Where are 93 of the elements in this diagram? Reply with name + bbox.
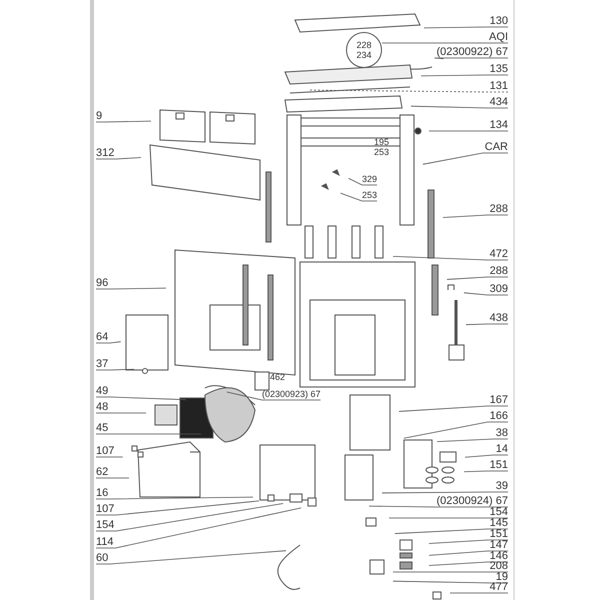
callout-number: 114 [96,536,114,548]
callout-number: 96 [96,277,108,289]
leader-line [434,58,508,60]
leader-line [394,528,508,534]
callout-circle [346,32,382,68]
callout-number: 130 [490,15,508,27]
leader-line [422,152,508,165]
callout-number: 147 [490,539,508,551]
leader-line [382,492,508,494]
callout-number: 151 [490,459,508,471]
callout-number: 64 [96,331,108,343]
callout-number: 329 [362,173,378,185]
callout-number: 167 [490,394,508,406]
callout-number: 151 [490,528,508,540]
leader-line [428,550,508,556]
callout-number: 166 [490,410,508,422]
callout-number: 154 [96,519,114,531]
leader-line [466,324,508,326]
callout-number: 288 [490,265,508,277]
leader-line [436,438,508,442]
callout-number: 16 [96,487,108,499]
callout-number: 135 [490,63,508,75]
callout-number: (02300923) 67 [262,388,321,400]
leader-line [392,256,508,260]
callout-number: 9 [96,110,102,122]
callout-number: 45 [96,422,108,434]
callout-number: 49 [96,385,108,397]
leader-line [348,178,378,186]
callout-number: 39 [496,480,508,492]
callout-number: AQI [489,31,508,43]
leader-line [410,106,508,108]
callout-number: 19 [496,571,508,583]
leader-line [398,406,508,412]
callout-number: 14 [496,443,508,455]
callout-number: 38 [496,427,508,439]
callout-number: 60 [96,552,108,564]
leader-line [96,496,254,500]
callout-number: 234 [356,50,372,60]
callout-number: 312 [96,147,114,159]
leader-line [340,192,378,202]
leader-line [96,500,260,516]
leader-line [382,42,508,44]
leader-line [368,506,508,508]
leader-line [96,550,286,564]
leader-line [96,157,142,160]
leader-line [446,276,508,280]
callout-number: (02300922) 67 [436,46,508,58]
callout-number: 134 [490,119,508,131]
leader-line [96,508,302,548]
leader-line [96,412,146,414]
leader-line [96,368,134,370]
callout-number: 146 [490,550,508,562]
callout-number: 208 [490,560,508,572]
leader-line [450,592,508,594]
callout-number: 131 [490,80,508,92]
callout-number: 434 [490,96,508,108]
leader-line [464,470,508,472]
callout-number: 37 [96,358,108,370]
callout-number: (02300924) 67 [436,495,508,507]
callout-number: 107 [96,503,114,515]
callout-number: 309 [490,283,508,295]
leader-line [96,456,124,458]
leader-line [392,580,508,584]
leader-line [420,74,508,76]
leader-line [226,392,321,400]
callout-number: 288 [490,203,508,215]
leader-line [308,90,508,92]
callout-number: CAR [484,141,508,153]
callout-number: 62 [96,466,108,478]
leader-line [96,120,152,122]
leader-line [464,454,508,458]
leader-line [96,288,166,290]
leader-line [424,26,508,28]
leader-line [464,292,508,296]
leader-line [96,396,186,400]
leader-line [428,562,508,566]
callout-number: 472 [490,248,508,260]
leader-line [403,422,508,439]
leader-line [442,214,508,218]
callout-number: 145 [490,517,508,529]
callout-number: 438 [490,312,508,324]
leader-line [96,503,284,532]
leader-line [96,341,122,344]
callout-number: 48 [96,401,108,413]
callout-number: 154 [490,506,508,518]
callout-number: 228 [356,40,372,50]
callout-number: 477 [490,581,508,593]
callout-number: 107 [96,445,114,457]
callout-number: 462 [270,371,286,383]
leader-line [428,540,508,544]
callout-number: 253 [374,146,390,158]
callout-number: 253 [362,189,378,201]
leader-line [428,130,508,132]
